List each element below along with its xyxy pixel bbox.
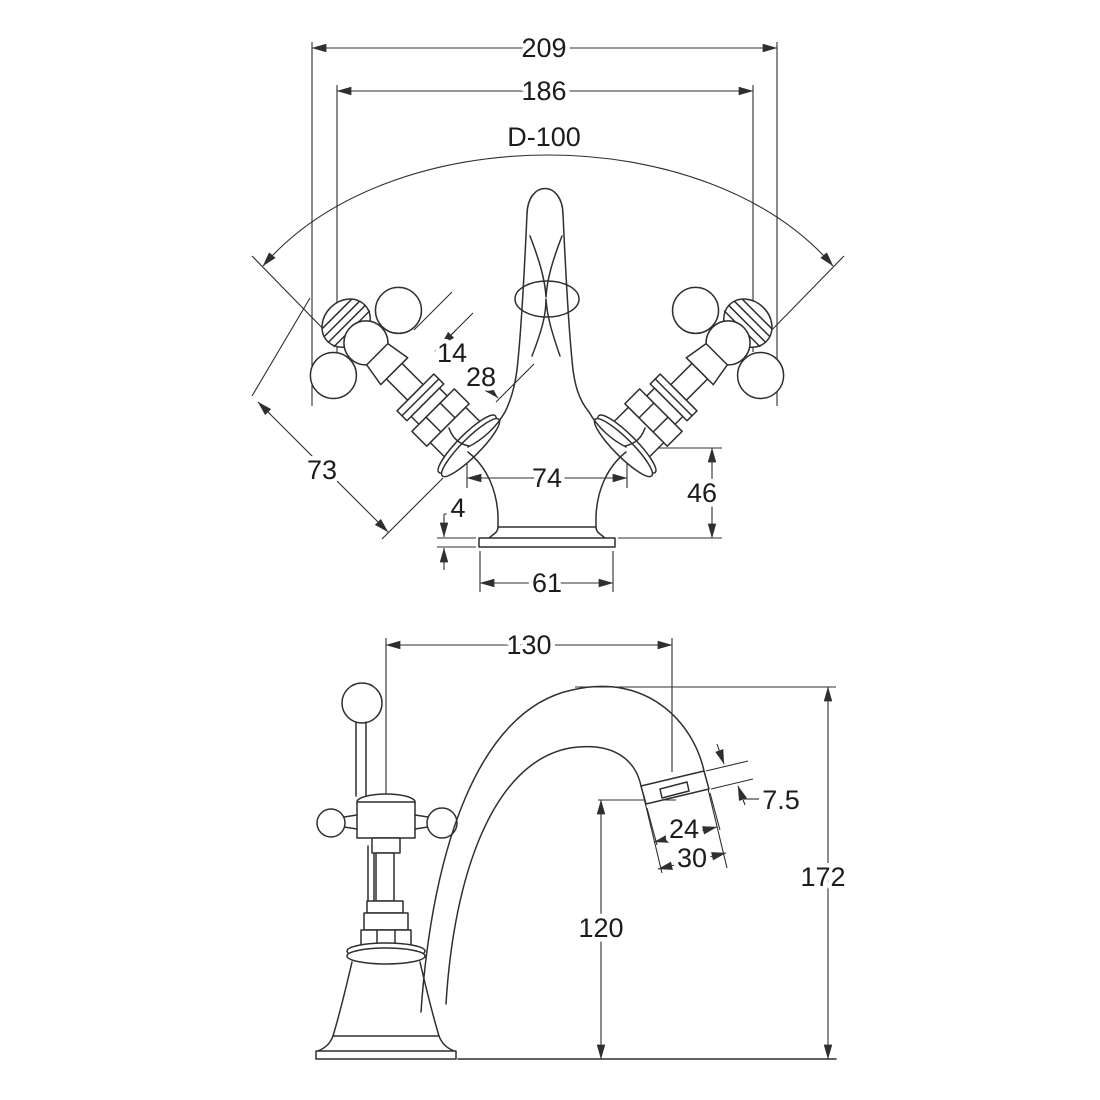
dim-body-width-label: 74 <box>532 463 562 493</box>
dim-spout-outlet-height-label: 120 <box>578 913 623 943</box>
dim-base-width-label: 61 <box>532 568 562 598</box>
right-handle-assembly <box>567 258 813 504</box>
dim-stem-to-spout-label: 28 <box>466 362 496 392</box>
dim-spout-tip-depth-label: 7.5 <box>762 785 800 815</box>
spout-outer-curve <box>420 685 705 1013</box>
dim-stem-width-label: 14 <box>437 338 467 368</box>
dim-base-plate-thickness-label: 4 <box>450 493 465 523</box>
dim-handle-arc-label: D-100 <box>507 122 581 152</box>
dim-handle-length-label: 73 <box>307 455 337 485</box>
side-view-faucet <box>315 682 837 1060</box>
spout-inner-curve <box>445 746 642 1005</box>
dim-body-height-label: 46 <box>687 478 717 508</box>
aerator <box>659 781 690 799</box>
side-view-dimensions <box>385 638 836 1060</box>
front-view-faucet <box>281 187 813 548</box>
dim-spout-end-width-label: 30 <box>677 843 707 873</box>
dim-handle-spread-label: 186 <box>521 76 566 106</box>
dim-overall-height-label: 172 <box>800 862 845 892</box>
side-handle-body <box>356 801 416 839</box>
dim-spout-reach-label: 130 <box>506 630 551 660</box>
dim-outlet-width-label: 24 <box>669 814 699 844</box>
base-plate <box>315 1050 457 1060</box>
popup-rod-knob <box>341 682 383 724</box>
dim-overall-width-label: 209 <box>521 33 566 63</box>
front-view-dimensions <box>251 42 845 592</box>
dimension-labels: 209 186 D-100 14 28 73 74 46 4 61 130 7.… <box>302 29 850 948</box>
